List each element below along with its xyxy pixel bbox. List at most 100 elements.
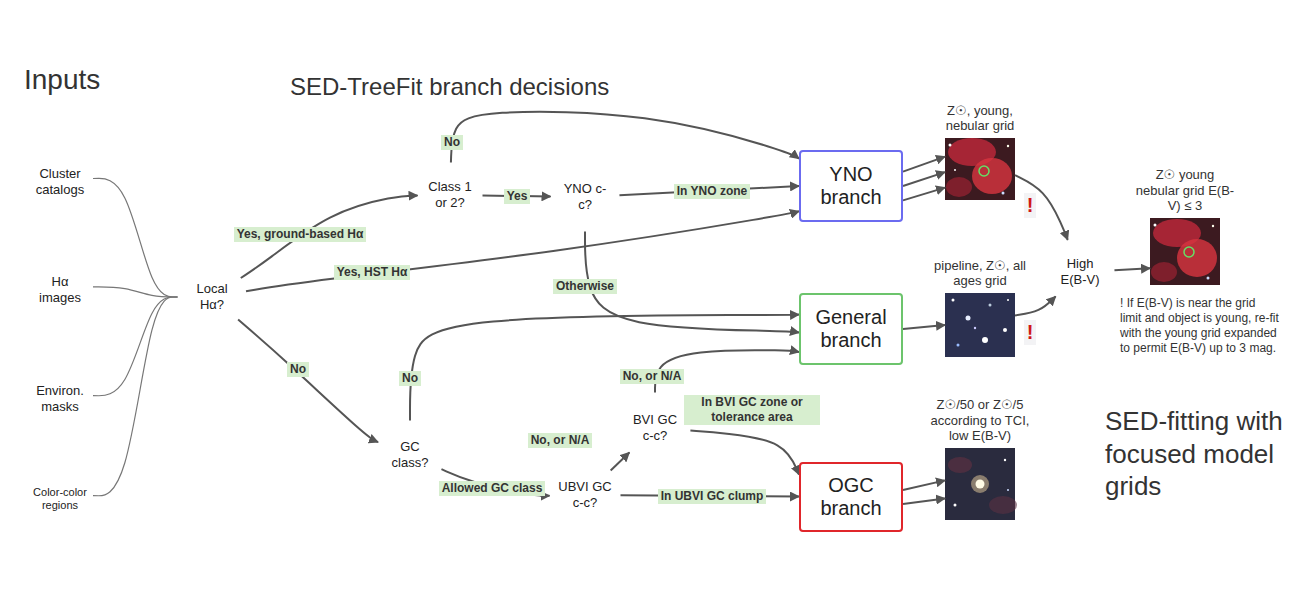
star-dot (1003, 328, 1007, 332)
target-marker (1184, 247, 1194, 257)
connector (611, 453, 630, 471)
connector (903, 480, 945, 490)
decision-circle: BVI GC c-c? (619, 392, 692, 465)
cluster-glow (971, 475, 989, 493)
node-text: Environ. masks (30, 383, 90, 414)
decision-cloud: SED-TreeFit branch decisionsLocal Hα?Cla… (118, 8, 918, 592)
connector (451, 112, 799, 163)
connector (238, 320, 378, 443)
node-text: High E(B-V) (1053, 256, 1107, 287)
connector (93, 297, 178, 496)
data-cylinder: Cluster catalogs (27, 140, 93, 210)
cylinder-body (28, 147, 92, 210)
image-caption: Z☉/50 or Z☉/5 according to TCI, low E(B-… (927, 397, 1033, 444)
node-text: BVI GC c-c? (627, 412, 683, 443)
dust-patch (948, 457, 972, 473)
star-dot (974, 327, 976, 329)
thumbnail-ground (945, 293, 1015, 357)
panel-heading: Inputs (24, 62, 100, 97)
edge-label: Yes, ground-based Hα (234, 227, 367, 242)
connector (246, 211, 799, 291)
star-dot (1212, 225, 1214, 227)
node-text: Color-color regions (30, 486, 90, 512)
connector (903, 498, 945, 504)
star-dot (954, 169, 956, 171)
edge-label: Yes (504, 189, 531, 204)
panel-heading: SED-fitting with focused model grids (1105, 405, 1283, 503)
circle-outline (620, 393, 690, 463)
thumbnail-ground (945, 448, 1015, 520)
dust-patch (989, 496, 1017, 514)
edge-label: Allowed GC class (439, 481, 546, 496)
cylinder-body (28, 252, 92, 321)
nebula-blob (1151, 262, 1177, 282)
thumbnail-image: Z☉, young, nebular grid (945, 138, 1015, 200)
nebula-blob (1177, 239, 1217, 277)
thumbnail-ground (945, 138, 1015, 200)
node-text: Hα images (30, 274, 90, 305)
footnote: ! If E(B-V) is near the grid limit and o… (1120, 296, 1280, 356)
decision-circle: Class 1 or 2? (417, 162, 484, 229)
node-text: OGC branch (809, 474, 893, 520)
connector (1015, 296, 1056, 315)
edge-label: No, or N/A (528, 433, 593, 448)
decision-circle: GC class? (375, 420, 446, 491)
edge-label: No (441, 135, 463, 150)
image-caption: pipeline, Z☉, all ages grid (930, 258, 1030, 289)
cylinder-top (28, 141, 92, 154)
connector (690, 431, 799, 475)
star-dot (1007, 489, 1009, 491)
data-cylinder: Environ. masks (27, 355, 93, 429)
thumbnail-ground (1150, 218, 1220, 285)
edge-label: No (399, 371, 421, 386)
cylinder-body (28, 462, 92, 529)
node-text: YNO branch (809, 163, 893, 209)
decision-circle: YNO c-c? (550, 162, 621, 233)
connector (93, 178, 178, 297)
connector (903, 172, 945, 186)
nebula-blob (972, 158, 1012, 194)
star-dot (966, 316, 971, 321)
star-dot (949, 144, 952, 147)
data-cylinder: Color-color regions (27, 455, 93, 529)
star-dot (957, 344, 960, 347)
cylinder-top (28, 246, 92, 259)
nebula-blob (948, 138, 996, 166)
star-dot (952, 299, 955, 302)
node-text: Class 1 or 2? (425, 179, 475, 210)
cloud-outline (124, 13, 911, 588)
circle-outline (551, 163, 619, 231)
connector (903, 325, 945, 329)
star-dot (1154, 224, 1157, 227)
node-text: YNO c-c? (558, 181, 612, 212)
branch-box: General branch (799, 293, 903, 365)
branch-box: OGC branch (799, 462, 903, 532)
circle-outline (1046, 238, 1114, 306)
target-marker (979, 166, 989, 176)
data-cylinder: Hα images (27, 245, 93, 321)
star-dot (1002, 192, 1005, 195)
nebula-blob (1153, 219, 1201, 247)
cylinder-top (28, 456, 92, 469)
dashed-panel (923, 91, 1286, 544)
circle-outline (418, 163, 482, 227)
decision-circle: Local Hα? (177, 262, 248, 333)
edge-label: No (287, 362, 309, 377)
warning-mark: ! (1024, 193, 1037, 218)
star-dot (1007, 145, 1009, 147)
connector (93, 287, 178, 297)
image-caption: Z☉, young, nebular grid (930, 103, 1030, 134)
thumbnail-image: pipeline, Z☉, all ages grid (945, 293, 1015, 357)
connector (1015, 175, 1068, 240)
nebula-blob (946, 177, 972, 197)
connector (903, 188, 945, 201)
edge-label: In BVI GC zone or tolerance area (684, 395, 820, 425)
node-text: GC class? (383, 439, 437, 470)
node-text: UBVI GC c-c? (557, 479, 613, 510)
input-panel: InputsCluster catalogsHα imagesEnviron. … (10, 110, 115, 545)
node-text: General branch (809, 306, 893, 352)
circle-outline (550, 460, 620, 530)
edge-label: In YNO zone (674, 184, 750, 199)
